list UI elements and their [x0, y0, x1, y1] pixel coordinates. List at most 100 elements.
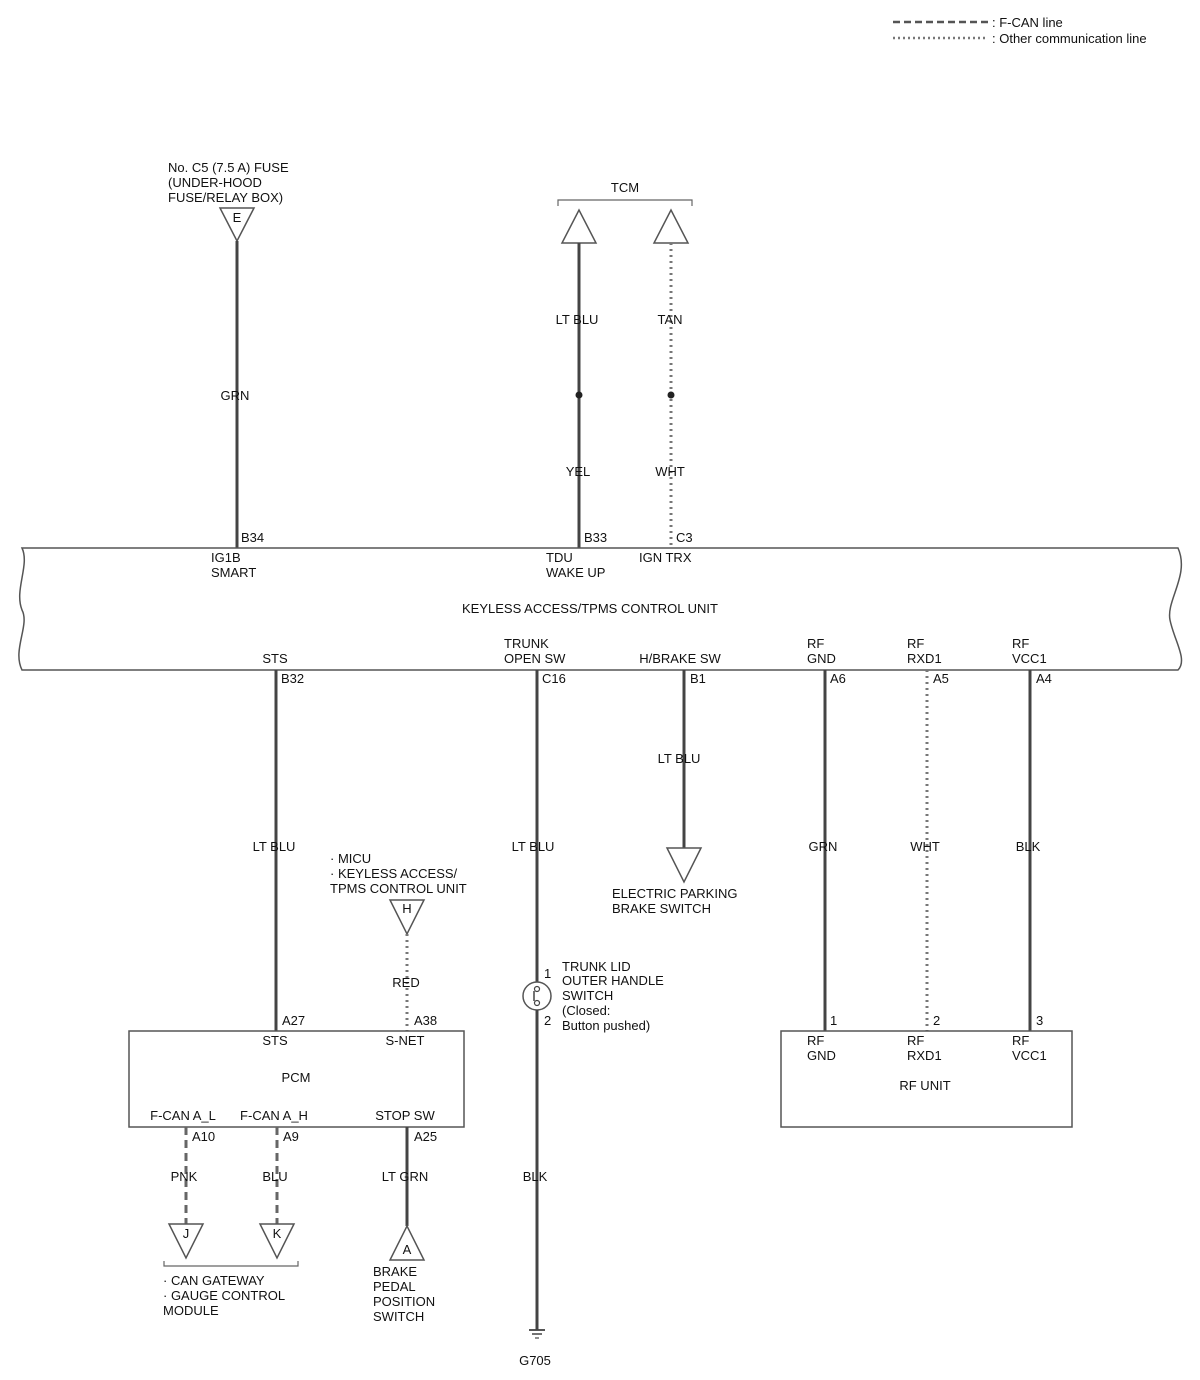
label-rf-gnd-2: GND	[807, 651, 836, 666]
trunk-switch-line4: (Closed:	[562, 1003, 610, 1018]
gateway-line3: MODULE	[163, 1303, 219, 1318]
pin-b33: B33	[584, 530, 607, 545]
brake-pedal-line2: PEDAL	[373, 1279, 416, 1294]
control-unit-outline	[18, 547, 1183, 671]
rf-unit-label-gnd-2: GND	[807, 1048, 836, 1063]
wire-label-pnk: PNK	[171, 1169, 198, 1184]
fuse-connector-label: E	[233, 210, 242, 225]
trunk-switch-contact-1	[533, 985, 541, 993]
tcm-label: TCM	[611, 180, 639, 195]
label-hbrake-sw: H/BRAKE SW	[639, 651, 721, 666]
trunk-switch-pin1: 1	[544, 966, 551, 981]
rf-unit-label-vcc-1: RF	[1012, 1033, 1029, 1048]
wire-label-tan: TAN	[657, 312, 682, 327]
brake-pedal-line1: BRAKE	[373, 1264, 417, 1279]
fuse-line3: FUSE/RELAY BOX)	[168, 190, 283, 205]
wire-label-wht-rf: WHT	[910, 839, 940, 854]
rf-unit-pin-2: 2	[933, 1013, 940, 1028]
wire-label-ltblu-hbrake: LT BLU	[658, 751, 701, 766]
wire-label-wht-tcm: WHT	[655, 464, 685, 479]
pin-c16: C16	[542, 671, 566, 686]
can-gateway-reference: J K · CAN GATEWAY · GAUGE CONTROL MODULE	[163, 1223, 299, 1318]
wire-label-ltblu-sts: LT BLU	[253, 839, 296, 854]
pcm-label-fcan-l: F-CAN A_L	[150, 1108, 216, 1123]
pin-b1: B1	[690, 671, 706, 686]
wire-label-ltblu-trunk: LT BLU	[512, 839, 555, 854]
label-ign-trx: IGN TRX	[639, 550, 692, 565]
pcm-label-fcan-h: F-CAN A_H	[240, 1108, 308, 1123]
micu-connector-label: H	[402, 901, 411, 916]
trunk-lid-switch: 1 2 TRUNK LID OUTER HANDLE SWITCH (Close…	[522, 959, 664, 1033]
epb-line2: BRAKE SWITCH	[612, 901, 711, 916]
connector-a	[388, 1224, 426, 1261]
wire-label-grn-rf: GRN	[809, 839, 838, 854]
rf-unit-label-vcc-2: VCC1	[1012, 1048, 1047, 1063]
micu-line1: · MICU	[330, 851, 371, 866]
pcm-pin-a9: A9	[283, 1129, 299, 1144]
gateway-line1: · CAN GATEWAY	[163, 1273, 265, 1288]
epb-terminal	[665, 847, 703, 884]
rf-unit-label-rxd-2: RXD1	[907, 1048, 942, 1063]
tcm-bracket	[557, 199, 693, 206]
rf-unit-pin-3: 3	[1036, 1013, 1043, 1028]
rf-unit-label-gnd-1: RF	[807, 1033, 824, 1048]
wire-label-yel: YEL	[566, 464, 591, 479]
label-trunk-2: OPEN SW	[504, 651, 566, 666]
pcm-label-sts: STS	[262, 1033, 288, 1048]
connector-j-label: J	[183, 1226, 190, 1241]
label-tdu: TDU	[546, 550, 573, 565]
pcm-module: A27 A38 STS S-NET PCM F-CAN A_L F-CAN A_…	[128, 1013, 465, 1144]
connector-k	[258, 1223, 296, 1260]
pcm-pin-a27: A27	[282, 1013, 305, 1028]
label-rf-rxd1-2: RXD1	[907, 651, 942, 666]
pcm-box	[128, 1030, 465, 1128]
legend: : F-CAN line : Other communication line	[893, 15, 1147, 46]
fuse-connector-e	[218, 207, 256, 243]
label-rf-rxd1-1: RF	[907, 636, 924, 651]
pin-a5: A5	[933, 671, 949, 686]
wire-label-blk-rf: BLK	[1016, 839, 1041, 854]
label-ig1b: IG1B	[211, 550, 241, 565]
pin-a4: A4	[1036, 671, 1052, 686]
wire-label-ltgrn: LT GRN	[382, 1169, 428, 1184]
ground-label: G705	[519, 1353, 551, 1368]
wire-label-blu: BLU	[262, 1169, 287, 1184]
pcm-label-stop-sw: STOP SW	[375, 1108, 435, 1123]
pcm-title: PCM	[282, 1070, 311, 1085]
label-wake-up: WAKE UP	[546, 565, 605, 580]
connector-j	[167, 1223, 205, 1260]
label-rf-vcc1-1: RF	[1012, 636, 1029, 651]
connector-a-label: A	[403, 1242, 412, 1257]
electric-parking-brake-switch: ELECTRIC PARKING BRAKE SWITCH	[612, 847, 737, 916]
wire-label-ltblu-tcm: LT BLU	[556, 312, 599, 327]
control-unit-title: KEYLESS ACCESS/TPMS CONTROL UNIT	[462, 601, 718, 616]
rf-unit-box	[780, 1030, 1073, 1128]
label-trunk-1: TRUNK	[504, 636, 549, 651]
keyless-control-unit: B34 B33 C3 IG1B SMART TDU WAKE UP IGN TR…	[18, 530, 1183, 686]
fuse-line1: No. C5 (7.5 A) FUSE	[168, 160, 289, 175]
legend-other-label: : Other communication line	[992, 31, 1147, 46]
legend-fcan-label: : F-CAN line	[992, 15, 1063, 30]
ground-g705: G705	[519, 1329, 551, 1368]
pcm-pin-a10: A10	[192, 1129, 215, 1144]
fuse-line2: (UNDER-HOOD	[168, 175, 262, 190]
tcm-terminal-1	[560, 208, 598, 244]
pin-b32: B32	[281, 671, 304, 686]
trunk-switch-line1: TRUNK LID	[562, 959, 631, 974]
rf-unit-pin-1: 1	[830, 1013, 837, 1028]
pcm-pin-a25: A25	[414, 1129, 437, 1144]
fuse-source: No. C5 (7.5 A) FUSE (UNDER-HOOD FUSE/REL…	[168, 160, 289, 243]
tcm: TCM	[557, 180, 693, 244]
rf-unit-title: RF UNIT	[899, 1078, 950, 1093]
trunk-switch-contact-2	[533, 999, 541, 1007]
label-rf-vcc1-2: VCC1	[1012, 651, 1047, 666]
pin-b34: B34	[241, 530, 264, 545]
trunk-switch-line3: SWITCH	[562, 988, 613, 1003]
tcm-terminal-2	[652, 208, 690, 244]
micu-connector-h	[388, 899, 426, 936]
label-rf-gnd-1: RF	[807, 636, 824, 651]
brake-pedal-line3: POSITION	[373, 1294, 435, 1309]
splice-tan-wht	[667, 391, 675, 399]
micu-line3: TPMS CONTROL UNIT	[330, 881, 467, 896]
